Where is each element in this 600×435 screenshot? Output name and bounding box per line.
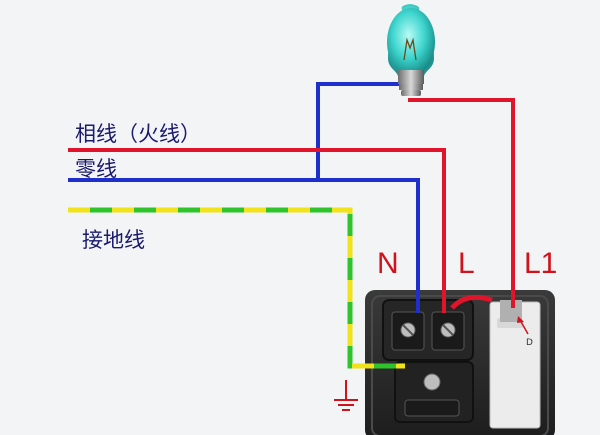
ground-wire-label: 接地线: [82, 228, 145, 252]
socket-icon: [382, 299, 474, 423]
ground-wire: [68, 207, 405, 369]
ground-symbol-icon: [334, 380, 358, 411]
live-wire: [68, 98, 515, 313]
light-bulb-icon: [387, 4, 435, 96]
switch-icon: [489, 300, 541, 429]
switch-arrow: [517, 316, 529, 335]
terminal-l-label: L: [458, 247, 475, 280]
live-wire-label: 相线（火线）: [75, 122, 201, 146]
switch-mark-label: D: [526, 338, 533, 348]
neutral-wire-label: 零线: [75, 157, 117, 181]
terminal-l1-label: L1: [524, 247, 558, 280]
terminal-n-label: N: [377, 247, 399, 280]
